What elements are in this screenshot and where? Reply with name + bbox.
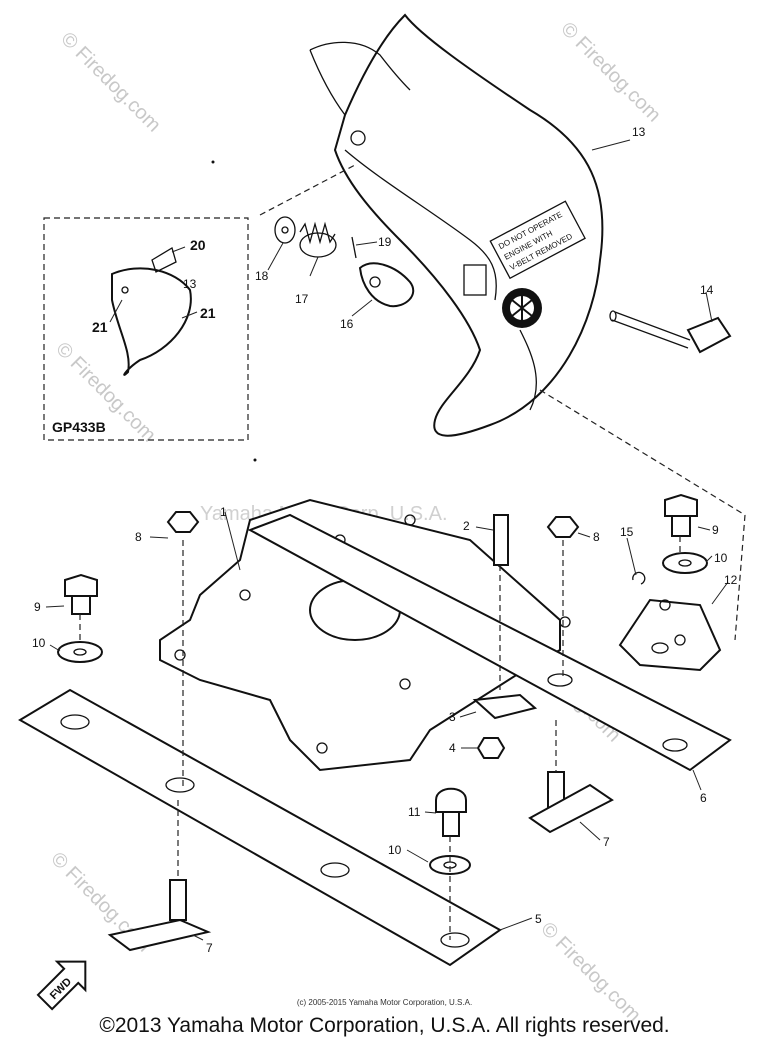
footer-copyright: ©2013 Yamaha Motor Corporation, U.S.A. A… (99, 1014, 670, 1037)
label-21-left: 21 (92, 319, 108, 335)
belt-guard-cover: DO NOT OPERATE ENGINE WITH V-BELT REMOVE… (309, 13, 604, 437)
label-11: 11 (408, 805, 421, 819)
watermark-top-right: © Firedog.com (556, 18, 665, 127)
strip-6 (247, 513, 732, 772)
label-2: 2 (463, 519, 470, 533)
label-21-right: 21 (200, 305, 216, 321)
label-13: 13 (632, 125, 646, 139)
label-8-left: 8 (135, 530, 142, 544)
watermark-top-left: © Firedog.com (56, 28, 165, 137)
watermark-bottom-right: © Firedog.com (536, 918, 645, 1027)
label-13-inset: 13 (183, 277, 197, 291)
inset-code: GP433B (52, 419, 106, 435)
label-12: 12 (724, 573, 738, 587)
label-10-right: 10 (714, 551, 728, 565)
alignment-lines (79, 164, 746, 940)
label-17: 17 (295, 292, 309, 306)
part-labels: 13 14 19 18 17 16 1 2 8 8 15 9 10 12 9 1… (32, 125, 738, 955)
label-20: 20 (190, 237, 206, 253)
label-10-left: 10 (32, 636, 46, 650)
label-8-right: 8 (593, 530, 600, 544)
label-14: 14 (700, 283, 714, 297)
bracket-12 (618, 598, 722, 672)
yamaha-emblem-icon (502, 288, 542, 328)
label-7-left: 7 (206, 941, 213, 955)
label-10-bottom: 10 (388, 843, 402, 857)
label-4: 4 (449, 741, 456, 755)
label-16: 16 (340, 317, 354, 331)
leader-lines (45, 139, 729, 941)
pin-14 (609, 310, 732, 354)
label-7-right: 7 (603, 835, 610, 849)
label-6: 6 (700, 791, 707, 805)
inset-box: 20 13 21 21 GP433B (43, 217, 249, 441)
label-15: 15 (620, 525, 634, 539)
label-9-right: 9 (712, 523, 719, 537)
footer-small-copyright: (c) 2005-2015 Yamaha Motor Corporation, … (296, 998, 473, 1007)
label-1: 1 (220, 505, 227, 519)
fasteners (57, 493, 708, 952)
label-19: 19 (378, 235, 392, 249)
label-9-left: 9 (34, 600, 41, 614)
label-3: 3 (449, 710, 456, 724)
label-5: 5 (535, 912, 542, 926)
label-18: 18 (255, 269, 269, 283)
spring-17 (299, 221, 337, 258)
